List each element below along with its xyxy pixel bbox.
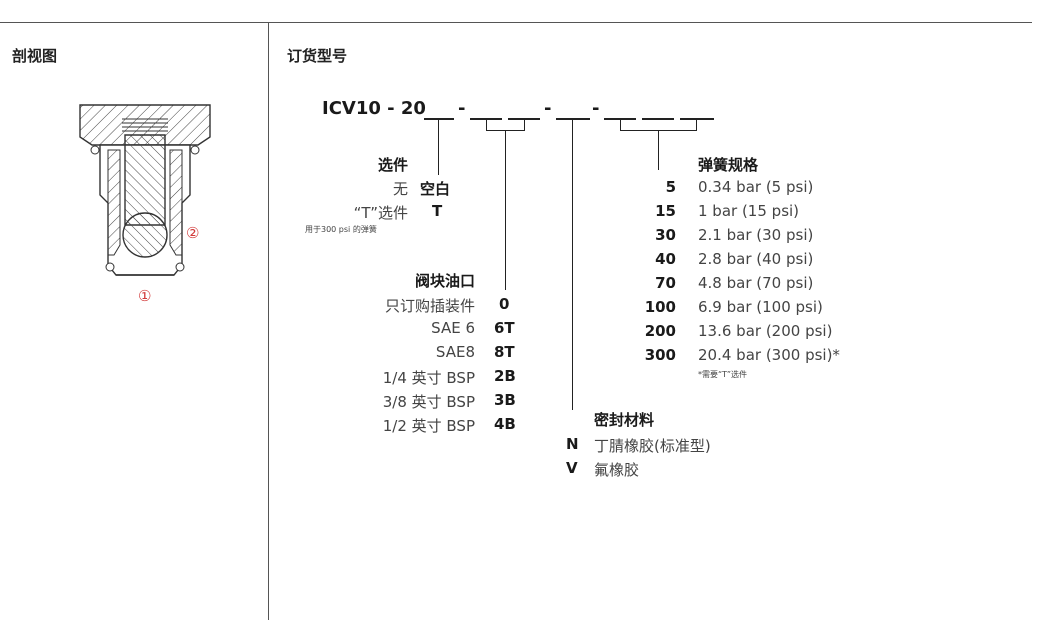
port-code-2: 8T (494, 343, 515, 361)
spring-value-5: 6.9 bar (100 psi) (698, 298, 823, 316)
spring-value-1: 1 bar (15 psi) (698, 202, 800, 220)
slot-seal (556, 118, 590, 120)
spring-code-7: 300 (644, 346, 676, 364)
slot-port-a (470, 118, 502, 120)
callout-2: ② (186, 224, 200, 242)
spring-code-2: 30 (655, 226, 676, 244)
options-code-blank: 空白 (420, 180, 451, 198)
spring-value-6: 13.6 bar (200 psi) (698, 322, 833, 340)
spring-code-5: 100 (644, 298, 676, 316)
spring-title: 弹簧规格 (698, 156, 759, 174)
options-label-t: “T”选件 (353, 204, 408, 222)
port-label-1: SAE 6 (431, 319, 475, 337)
connector-spring (658, 130, 659, 170)
port-label-0: 只订购插装件 (384, 297, 475, 315)
spring-value-4: 4.8 bar (70 psi) (698, 274, 814, 292)
connector-options (438, 120, 439, 175)
port-code-1: 6T (494, 319, 515, 337)
options-note: 用于300 psi 的弹簧 (305, 225, 377, 234)
column-divider (268, 22, 269, 620)
seal-code-v: V (566, 459, 578, 477)
slot-spring-b (642, 118, 674, 120)
port-label-5: 1/2 英寸 BSP (382, 417, 475, 435)
section-view-heading: 剖视图 (12, 47, 58, 65)
port-label-3: 1/4 英寸 BSP (382, 369, 475, 387)
dash-1: - (458, 98, 466, 119)
slot-spring-c (680, 118, 714, 120)
top-divider (0, 22, 1032, 23)
seal-label-n: 丁腈橡胶(标准型) (594, 437, 711, 455)
options-code-t: T (432, 202, 443, 220)
spring-code-3: 40 (655, 250, 676, 268)
dash-2: - (544, 98, 552, 119)
port-code-5: 4B (494, 415, 516, 433)
connector-seal (572, 120, 573, 410)
spring-value-7: 20.4 bar (300 psi)* (698, 346, 840, 364)
spring-code-1: 15 (655, 202, 676, 220)
seal-title: 密封材料 (594, 411, 655, 429)
dash-3: - (592, 98, 600, 119)
port-title: 阀块油口 (414, 272, 475, 290)
spring-note: *需要“T”选件 (698, 370, 747, 379)
spring-code-0: 5 (665, 178, 676, 196)
slot-spring-a (604, 118, 636, 120)
seal-code-n: N (566, 435, 579, 453)
port-code-3: 2B (494, 367, 516, 385)
valve-section-drawing (79, 104, 211, 276)
port-code-4: 3B (494, 391, 516, 409)
seal-label-v: 氟橡胶 (594, 461, 640, 479)
port-label-2: SAE8 (435, 343, 475, 361)
port-label-4: 3/8 英寸 BSP (382, 393, 475, 411)
callout-1: ① (138, 287, 152, 305)
spring-value-3: 2.8 bar (40 psi) (698, 250, 814, 268)
spring-value-0: 0.34 bar (5 psi) (698, 178, 814, 196)
model-prefix: ICV10 - 20 (322, 98, 426, 119)
spring-code-4: 70 (655, 274, 676, 292)
connector-port (505, 130, 506, 290)
slot-options (424, 118, 454, 120)
ordering-code-heading: 订货型号 (287, 47, 348, 65)
options-label-none: 无 (392, 180, 408, 198)
spring-value-2: 2.1 bar (30 psi) (698, 226, 814, 244)
port-code-0: 0 (499, 295, 510, 313)
slot-port-b (508, 118, 540, 120)
options-title: 选件 (377, 156, 408, 174)
spring-code-6: 200 (644, 322, 676, 340)
